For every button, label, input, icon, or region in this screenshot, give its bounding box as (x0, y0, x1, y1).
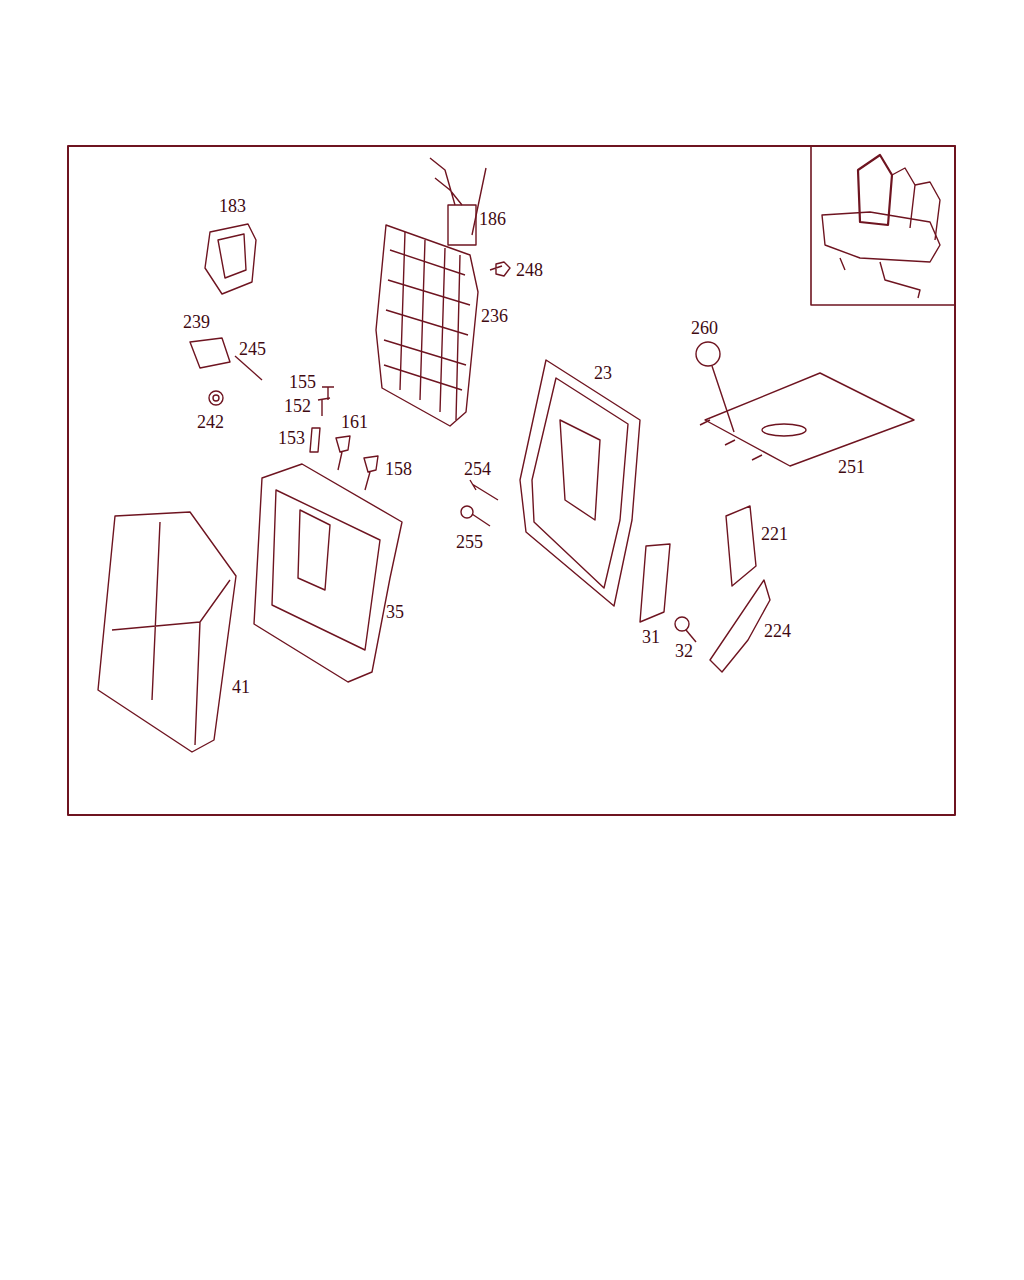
callout-number: 153 (276, 428, 307, 448)
callout-number: 158 (383, 459, 414, 479)
callout-number: 31 (640, 627, 662, 647)
callout-number: 239 (181, 312, 212, 332)
callout-number: 260 (689, 318, 720, 338)
callout-number: 236 (479, 306, 510, 326)
callout-number: 155 (287, 372, 318, 392)
callout-number: 221 (759, 524, 790, 544)
callout-number: 255 (454, 532, 485, 552)
callout-number: 23 (592, 363, 614, 383)
callout-number: 248 (514, 260, 545, 280)
callout-number: 242 (195, 412, 226, 432)
callout-number: 35 (384, 602, 406, 622)
callout-number: 41 (230, 677, 252, 697)
callout-number: 183 (217, 196, 248, 216)
callout-number: 161 (339, 412, 370, 432)
callout-number: 32 (673, 641, 695, 661)
callout-number: 254 (462, 459, 493, 479)
callout-number: 186 (477, 209, 508, 229)
callout-number: 245 (237, 339, 268, 359)
callout-number: 251 (836, 457, 867, 477)
callout-number: 152 (282, 396, 313, 416)
callout-number: 224 (762, 621, 793, 641)
